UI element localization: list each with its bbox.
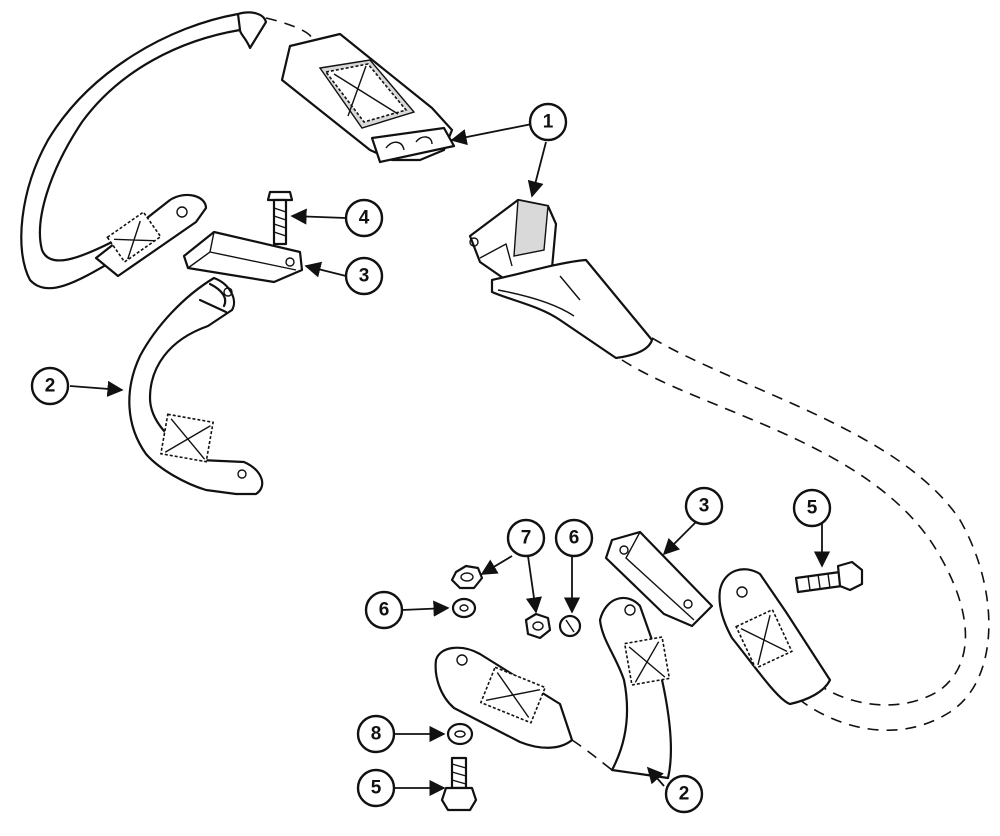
bolt-lower [440,756,478,812]
washer-upper-left [451,597,477,619]
callout-3-right: 3 [684,486,724,526]
belt-latch-assembly-upper [20,11,456,290]
callout-1: 1 [528,102,568,142]
nut-center [524,612,552,640]
callout-5-right-label: 5 [807,498,818,519]
callout-3-left-label: 3 [359,266,370,287]
bolt-left [266,190,294,246]
anchor-bracket-right [604,530,714,628]
callout-6-right: 6 [554,518,594,558]
callout-7-label: 7 [521,528,532,549]
callout-2-left: 2 [30,366,70,406]
callout-8-label: 8 [371,724,382,745]
anchor-bracket-left [182,230,304,284]
callout-3-left: 3 [344,256,384,296]
callout-6-right-label: 6 [569,528,580,549]
leader-lines [69,123,831,797]
short-belt-left [128,276,264,496]
callout-4-label: 4 [359,208,370,229]
callout-1-label: 1 [543,112,554,133]
callout-6-left-label: 6 [379,600,390,621]
belt-anchor-right [718,568,832,706]
callout-4: 4 [344,198,384,238]
callout-5-lower-label: 5 [371,778,382,799]
callout-7: 7 [506,518,546,558]
bolt-right [794,560,864,594]
short-belt-right [434,596,672,780]
callout-5-right: 5 [792,488,832,528]
callout-8: 8 [356,714,396,754]
nut-upper-left [450,564,484,590]
callout-2-right-label: 2 [679,784,690,805]
callout-2-left-label: 2 [45,376,56,397]
callout-3-right-label: 3 [699,496,710,517]
washer-lower [446,722,474,746]
buckle-assembly [468,198,990,731]
callout-5-lower: 5 [356,768,396,808]
callout-2-right: 2 [664,774,704,814]
callout-6-left: 6 [364,590,404,630]
washer-center [558,614,582,638]
